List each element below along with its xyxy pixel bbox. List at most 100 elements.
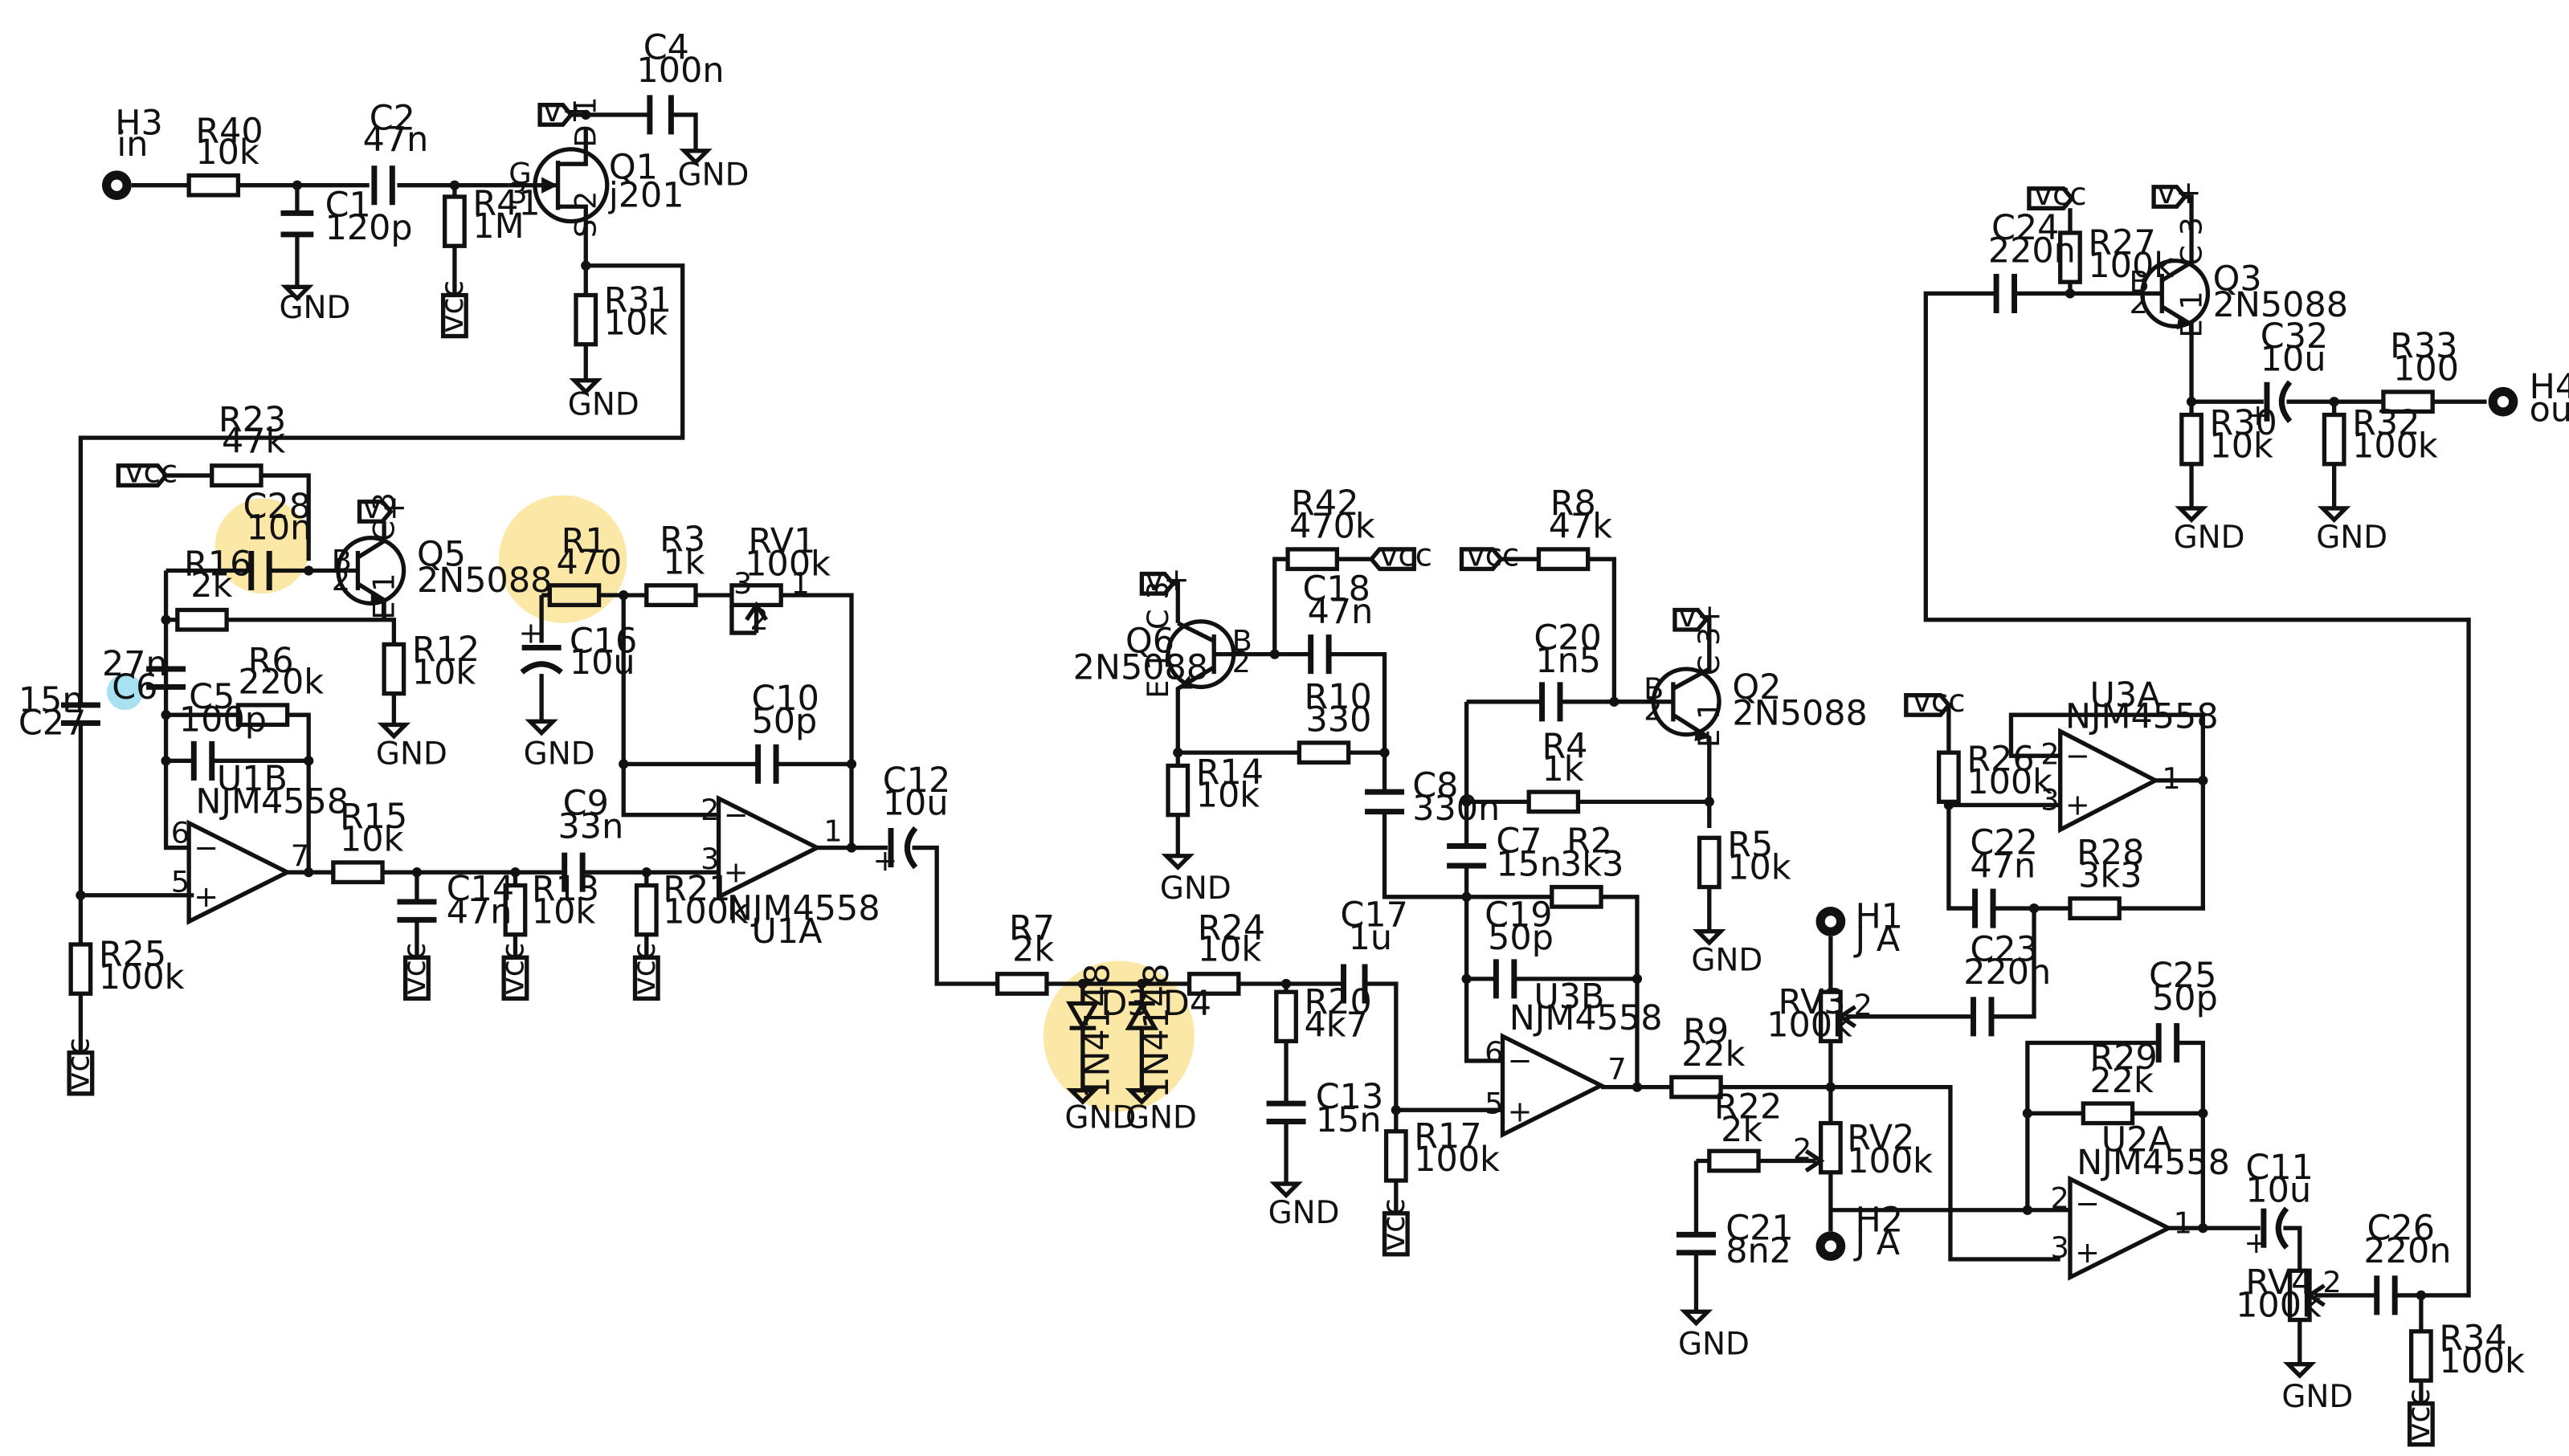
svg-text:2: 2 xyxy=(2050,1181,2069,1216)
vcc-tag-r13 xyxy=(501,955,529,1001)
c27-value: 15n xyxy=(18,680,84,720)
h2-label: J A xyxy=(1852,1223,1900,1263)
c8-ref: C8 xyxy=(1412,765,1458,805)
svg-text:6: 6 xyxy=(171,815,190,850)
svg-text:1: 1 xyxy=(823,814,842,848)
c18-value: 47n xyxy=(1308,592,1374,632)
c17-value: 1u xyxy=(1349,918,1392,958)
svg-text:2: 2 xyxy=(1853,988,1872,1022)
gnd-symbol-c21 xyxy=(1679,1309,1713,1327)
h4-output-jack[interactable] xyxy=(2488,386,2518,417)
h2-jack[interactable] xyxy=(1815,1231,1846,1262)
svg-text:−: − xyxy=(724,797,749,832)
svg-text:+: + xyxy=(2244,1226,2269,1260)
resistor-r17 xyxy=(1383,1129,1408,1183)
capacitor-c1 xyxy=(280,210,314,238)
c6-ref: C6 xyxy=(112,667,157,708)
resistor-r32 xyxy=(2322,412,2346,467)
c21-ref: C21 xyxy=(1726,1209,1793,1249)
resistor-r22 xyxy=(1707,1148,1761,1173)
gnd-label-r30: GND xyxy=(2174,520,2245,556)
r8-ref: R8 xyxy=(1550,483,1596,524)
capacitor-c25 xyxy=(2155,1023,2180,1062)
q1-pin-g: G xyxy=(508,157,531,191)
svg-text:6: 6 xyxy=(1485,1035,1503,1070)
r10-ref: R10 xyxy=(1305,677,1372,717)
q5-value: 2N5088 xyxy=(417,561,552,601)
resistor-r10 xyxy=(1297,740,1351,765)
vcc-label-r8: vcc xyxy=(1467,537,1520,573)
r15-value: 10k xyxy=(340,820,404,860)
highlight-c6 xyxy=(107,674,143,711)
r40-value: 10k xyxy=(195,133,259,173)
h3-input-jack[interactable] xyxy=(101,170,132,201)
svg-text:+: + xyxy=(2075,1235,2100,1270)
capacitor-c24 xyxy=(1993,273,2018,313)
u1a-section: R1 470 + C16 10u GND R3 1k RV1 100k 3 1 … xyxy=(519,520,998,986)
h1-jack[interactable] xyxy=(1815,907,1846,936)
r5-value: 10k xyxy=(1727,847,1791,887)
rv1-value: 100k xyxy=(745,544,831,585)
svg-text:+: + xyxy=(2065,788,2090,822)
gnd-symbol-d4 xyxy=(1125,1088,1159,1105)
c9-ref: C9 xyxy=(563,784,609,824)
r16-ref: R16 xyxy=(184,544,251,585)
svg-text:E 1: E 1 xyxy=(2174,291,2208,337)
capacitor-c18 xyxy=(1308,634,1332,675)
potentiometer-rv2[interactable] xyxy=(1818,1120,1843,1175)
svg-text:S 2: S 2 xyxy=(568,191,602,238)
r33-ref: R33 xyxy=(2390,326,2457,366)
c20-value: 1n5 xyxy=(1535,641,1601,681)
q3-value: 2N5088 xyxy=(2213,285,2348,325)
c16-ref: C16 xyxy=(570,622,637,662)
u1a-value: NJM4558 xyxy=(727,888,880,928)
u2a-section: C25 50p R29 22k − + 2 3 1 U2A NJM4558 + … xyxy=(1830,291,2525,1447)
vcc-label-r21: vcc xyxy=(627,943,663,996)
r2-value: 3k3 xyxy=(1560,844,1623,884)
gnd-label-c1: GND xyxy=(279,290,350,326)
r16-value: 2k xyxy=(190,565,232,606)
r2-ref: R2 xyxy=(1566,822,1612,862)
vcc-tag-r34 xyxy=(2407,1401,2435,1447)
q2-value: 2N5088 xyxy=(1732,693,1867,733)
capacitor-c5 xyxy=(190,740,215,781)
resistor-r23 xyxy=(210,463,263,487)
gnd-symbol-c1 xyxy=(280,284,314,302)
capacitor-c26 xyxy=(2374,1275,2398,1315)
r42-value: 470k xyxy=(1289,507,1375,547)
gnd-symbol-r30 xyxy=(2175,506,2208,523)
gnd-symbol-c13 xyxy=(1269,1181,1303,1199)
c32-ref: C32 xyxy=(2261,316,2328,357)
c1-value: 120p xyxy=(325,208,413,248)
vcc-label-r34: vcc xyxy=(2401,1389,2437,1442)
svg-text:3: 3 xyxy=(2040,783,2059,818)
svg-text:D 1: D 1 xyxy=(568,96,602,147)
u2a-ref: U2A xyxy=(2101,1120,2172,1160)
r23-ref: R23 xyxy=(219,400,286,440)
vcc-label-c14: vcc xyxy=(397,943,433,996)
diode-d4 xyxy=(1125,1001,1159,1030)
vplus-label-q5: v+ xyxy=(363,490,407,526)
opamp-u1a xyxy=(716,794,823,901)
c12-ref: C12 xyxy=(883,761,950,801)
c11-ref: C11 xyxy=(2245,1148,2313,1188)
gnd-symbol-r5 xyxy=(1693,929,1726,946)
r3-ref: R3 xyxy=(660,520,705,560)
r9-value: 22k xyxy=(1681,1034,1746,1075)
svg-text:E 1: E 1 xyxy=(366,573,401,619)
svg-text:5: 5 xyxy=(171,865,190,899)
c1-ref: C1 xyxy=(325,186,371,226)
r20-value: 4k7 xyxy=(1305,1005,1368,1045)
gnd-label-rv4: GND xyxy=(2281,1379,2353,1415)
resistor-r4 xyxy=(1526,789,1581,814)
r15-ref: R15 xyxy=(340,797,407,837)
c25-ref: C25 xyxy=(2149,956,2216,996)
resistor-r15 xyxy=(331,860,385,885)
resistor-r21 xyxy=(634,883,659,937)
r29-value: 22k xyxy=(2089,1061,2154,1101)
resistor-r1 xyxy=(547,583,602,608)
c21-value: 8n2 xyxy=(1726,1231,1791,1271)
gnd-symbol-r12 xyxy=(377,722,411,740)
c10-ref: C10 xyxy=(751,679,819,719)
r22-ref: R22 xyxy=(1714,1087,1782,1127)
